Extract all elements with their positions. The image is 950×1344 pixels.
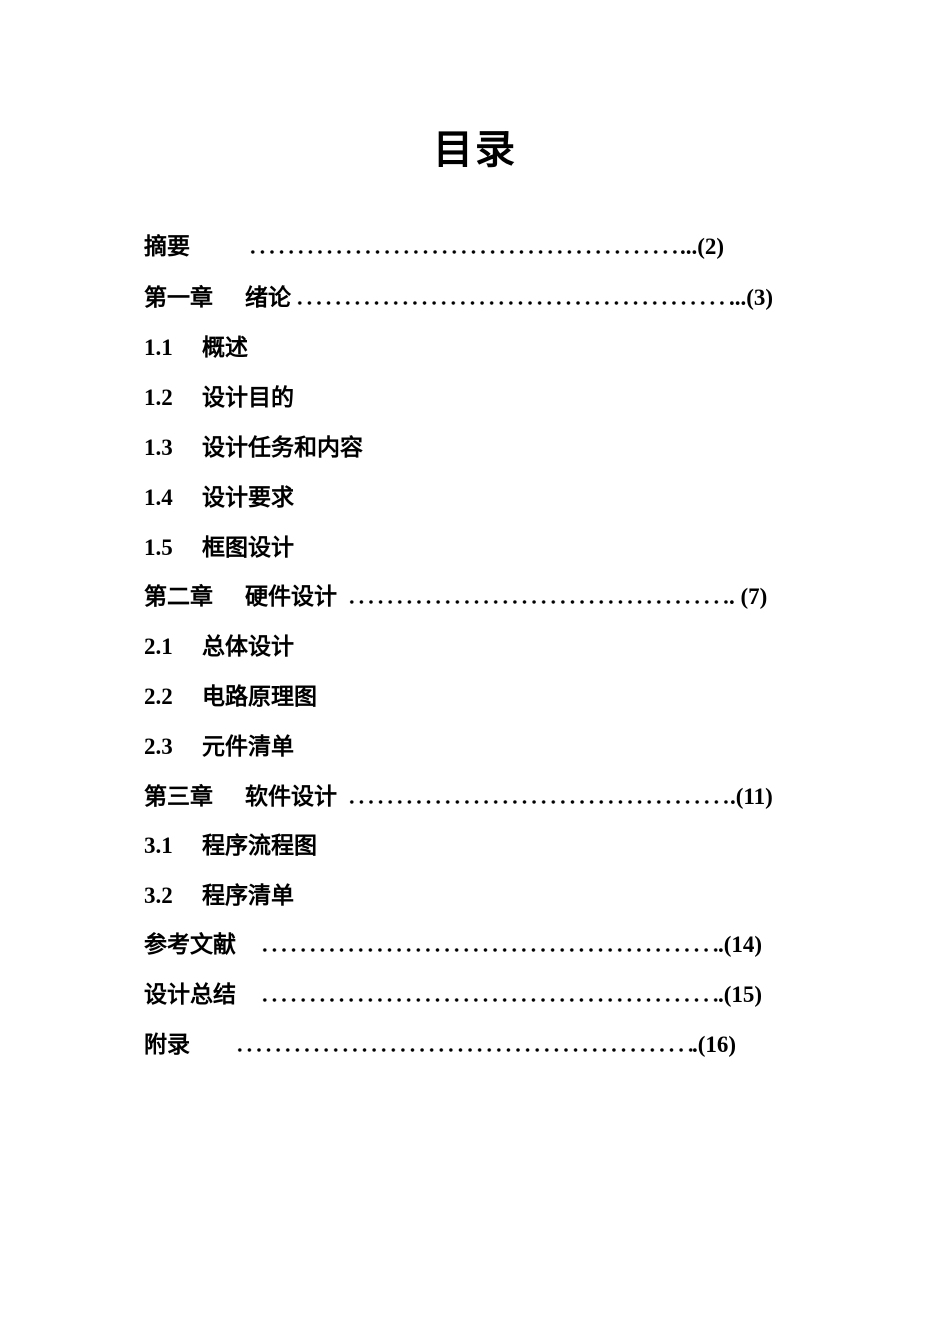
toc-entry-chapter-3[interactable]: 第三章 软件设计 .(11) xyxy=(144,780,784,814)
dot-leader xyxy=(260,998,720,1002)
dot-leader xyxy=(235,1048,694,1052)
toc-page-ref: .(11) xyxy=(730,784,773,809)
toc-entry-section-3-2[interactable]: 3.2 程序清单 xyxy=(144,879,294,913)
dot-leader xyxy=(347,800,732,804)
toc-entry-chapter-2[interactable]: 第二章 硬件设计 . (7) xyxy=(144,580,784,614)
toc-chapter-number: 第一章 xyxy=(144,285,213,310)
toc-entry-label: 设计任务和内容 xyxy=(202,435,363,460)
toc-entry-references[interactable]: 参考文献 .(14) xyxy=(144,928,784,962)
toc-entry-section-1-5[interactable]: 1.5 框图设计 xyxy=(144,531,294,565)
toc-section-number: 2.2 xyxy=(144,684,173,709)
toc-entry-label: 程序流程图 xyxy=(202,833,317,858)
toc-page-ref: ...(2) xyxy=(680,234,725,259)
toc-entry-label: 摘要 xyxy=(144,234,190,259)
toc-entry-chapter-1[interactable]: 第一章 绪论 ...(3) xyxy=(144,281,794,315)
toc-entry-label: 总体设计 xyxy=(202,634,294,659)
toc-section-number: 2.1 xyxy=(144,634,173,659)
toc-entry-section-3-1[interactable]: 3.1 程序流程图 xyxy=(144,829,317,863)
toc-entry-section-1-3[interactable]: 1.3 设计任务和内容 xyxy=(144,431,363,465)
toc-section-number: 1.4 xyxy=(144,485,173,510)
toc-entry-label: 程序清单 xyxy=(202,883,294,908)
toc-section-number: 1.1 xyxy=(144,335,173,360)
dot-leader xyxy=(248,250,680,254)
toc-section-number: 1.5 xyxy=(144,535,173,560)
toc-chapter-number: 第三章 xyxy=(144,784,213,809)
toc-section-number: 2.3 xyxy=(144,734,173,759)
toc-entry-label: 硬件设计 xyxy=(245,584,337,609)
toc-section-number: 3.1 xyxy=(144,833,173,858)
toc-entry-section-1-2[interactable]: 1.2 设计目的 xyxy=(144,381,294,415)
toc-entry-summary[interactable]: 设计总结 .(15) xyxy=(144,978,784,1012)
toc-entry-section-2-1[interactable]: 2.1 总体设计 xyxy=(144,630,294,664)
toc-page-ref: . (7) xyxy=(729,584,768,609)
toc-entry-label: 绪论 xyxy=(245,285,291,310)
toc-entry-label: 参考文献 xyxy=(144,932,236,957)
toc-entry-label: 设计要求 xyxy=(202,485,294,510)
toc-page-ref: .(14) xyxy=(718,932,763,957)
toc-page-ref: .(16) xyxy=(692,1032,737,1057)
toc-entry-section-1-4[interactable]: 1.4 设计要求 xyxy=(144,481,294,515)
dot-leader xyxy=(295,301,729,305)
dot-leader xyxy=(347,600,729,604)
toc-section-number: 1.2 xyxy=(144,385,173,410)
toc-entry-label: 框图设计 xyxy=(202,535,294,560)
toc-entry-section-1-1[interactable]: 1.1 概述 xyxy=(144,331,248,365)
dot-leader xyxy=(260,948,720,952)
toc-entry-label: 设计总结 xyxy=(144,982,236,1007)
toc-entry-label: 电路原理图 xyxy=(202,684,317,709)
toc-entry-label: 软件设计 xyxy=(245,784,337,809)
toc-entry-section-2-2[interactable]: 2.2 电路原理图 xyxy=(144,680,317,714)
toc-entry-label: 设计目的 xyxy=(202,385,294,410)
toc-entry-section-2-3[interactable]: 2.3 元件清单 xyxy=(144,730,294,764)
toc-entry-abstract[interactable]: 摘要 ...(2) xyxy=(144,230,784,264)
toc-section-number: 3.2 xyxy=(144,883,173,908)
toc-entry-label: 概述 xyxy=(202,335,248,360)
toc-chapter-number: 第二章 xyxy=(144,584,213,609)
page-title: 目录 xyxy=(433,127,517,172)
toc-entry-appendix[interactable]: 附录 .(16) xyxy=(144,1028,784,1062)
toc-entry-label: 元件清单 xyxy=(202,734,294,759)
toc-page-ref: .(15) xyxy=(718,982,763,1007)
toc-page-ref: ...(3) xyxy=(729,285,774,310)
toc-entry-label: 附录 xyxy=(144,1032,190,1057)
toc-section-number: 1.3 xyxy=(144,435,173,460)
